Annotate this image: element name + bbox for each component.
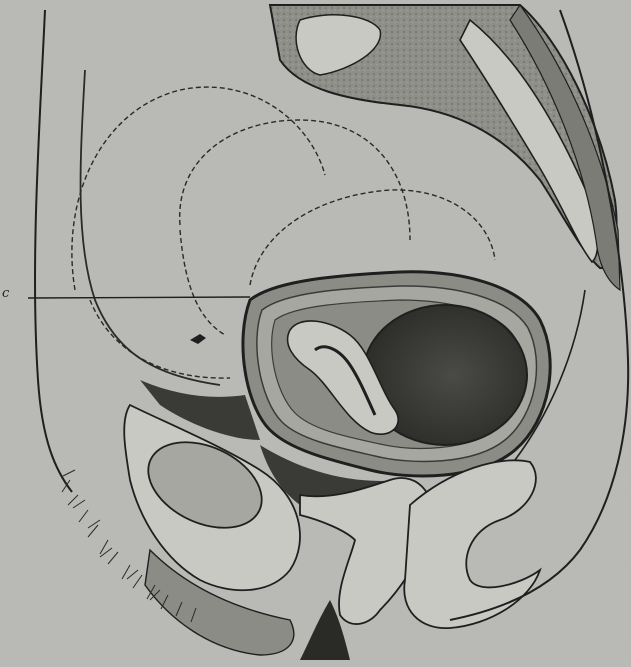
label-c: c [2, 286, 9, 301]
